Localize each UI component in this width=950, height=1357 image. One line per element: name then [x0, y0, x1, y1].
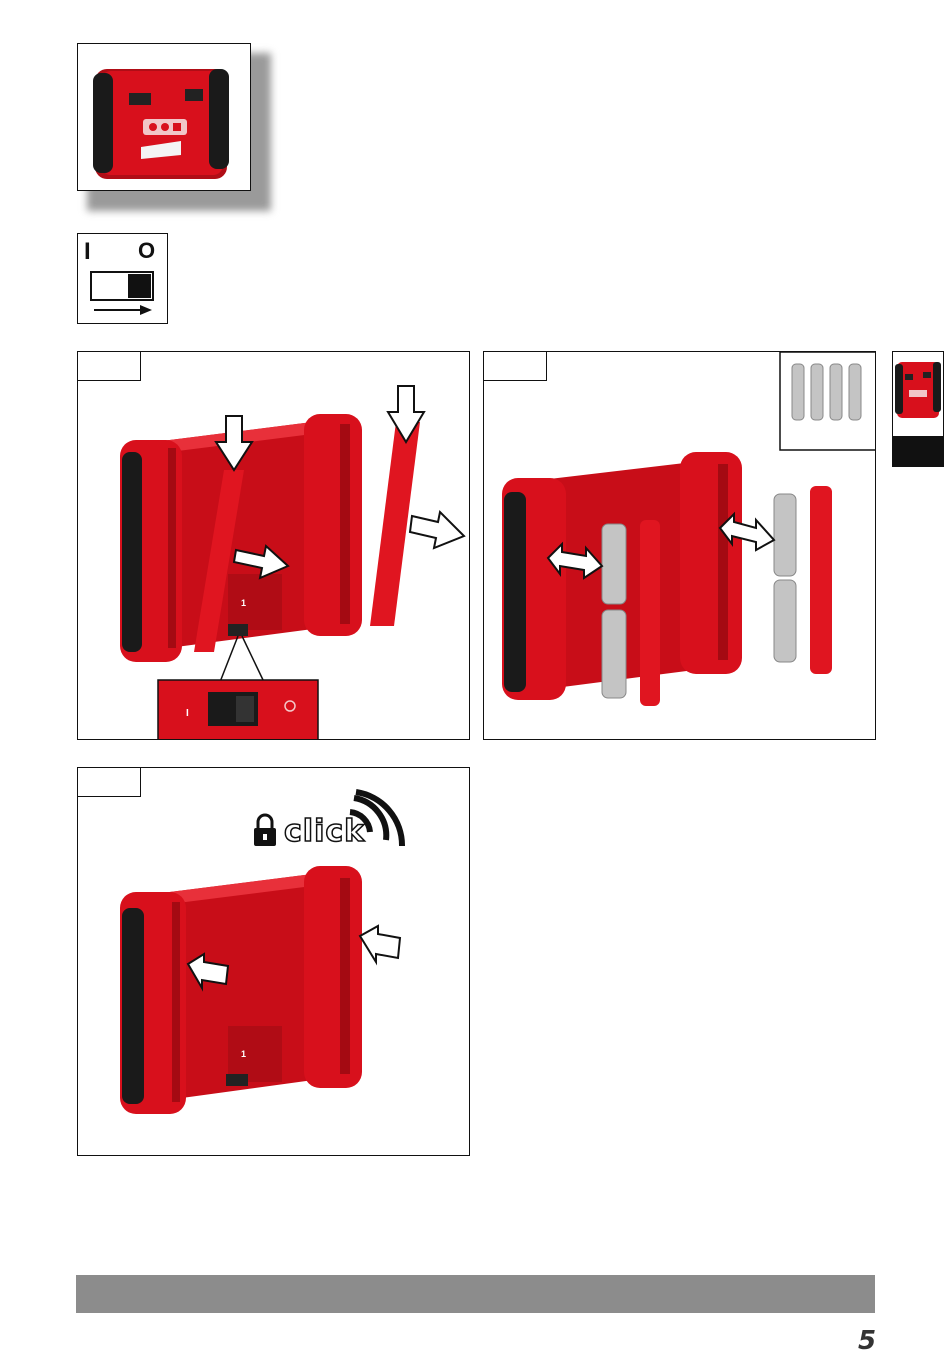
figure-1-slot-label: 1 — [241, 598, 246, 608]
switch-icon: I O — [77, 233, 168, 324]
figure-2-panel — [483, 351, 876, 740]
figure-3-panel: click 1 — [77, 767, 470, 1156]
figure-3-slot-label: 1 — [241, 1049, 246, 1059]
click-text: click — [284, 814, 365, 849]
page-number: 5 — [858, 1326, 876, 1356]
section-tab-thumbnail — [892, 351, 944, 467]
product-thumbnail — [77, 43, 251, 191]
footer-bar — [76, 1275, 875, 1313]
figure-1-inset-switch-label: I — [186, 708, 189, 719]
figure-1-panel: 1 I — [77, 351, 470, 740]
